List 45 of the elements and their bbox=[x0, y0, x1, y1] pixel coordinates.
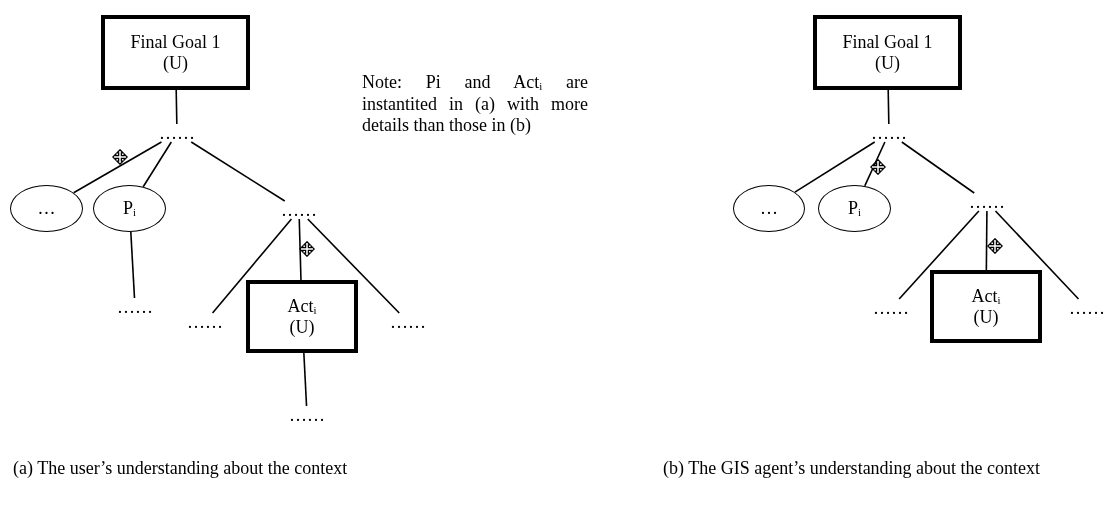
connector-line bbox=[985, 210, 988, 271]
ellipsis-text: …… bbox=[110, 299, 160, 315]
ellipsis-text: …… bbox=[864, 125, 914, 141]
connector-line bbox=[130, 231, 136, 299]
connector-line bbox=[190, 141, 286, 202]
caption-text: (a) The user’s understanding about the context bbox=[13, 458, 349, 480]
ellipsis-text: …… bbox=[274, 202, 324, 218]
plan-ellipse bbox=[10, 185, 83, 232]
node-label: Act$_{i}$ bbox=[287, 295, 317, 317]
connector-line bbox=[887, 89, 890, 125]
node-label: Act$_{i}$ bbox=[971, 285, 1001, 307]
ellipsis-text: …… bbox=[962, 194, 1012, 210]
node-label: P$_{i}$ bbox=[123, 198, 136, 219]
node-label: (U) bbox=[875, 52, 900, 74]
connector-line bbox=[211, 218, 293, 314]
connector-line bbox=[298, 218, 302, 281]
connector-line bbox=[303, 352, 308, 407]
plan-ellipse bbox=[733, 185, 805, 232]
node-label: (U) bbox=[289, 316, 315, 338]
goal-box bbox=[101, 15, 250, 90]
caption-text: (b) The GIS agent’s understanding about the context bbox=[663, 458, 1042, 480]
ellipsis-text: …… bbox=[180, 314, 230, 330]
connector-line bbox=[175, 89, 178, 125]
node-label: … bbox=[37, 198, 56, 219]
goal-box bbox=[246, 280, 358, 353]
node-label: (U) bbox=[973, 306, 999, 328]
goal-box bbox=[930, 270, 1042, 343]
node-label: Final Goal 1 bbox=[130, 31, 221, 53]
connector-line bbox=[794, 141, 876, 193]
note-text: Note: Pi and Act$_{i}$ are instantited in (a) with more details than those in (b) bbox=[362, 72, 588, 137]
node-label: (U) bbox=[163, 52, 188, 74]
ellipsis-text: …… bbox=[1062, 300, 1112, 316]
node-label: P$_{i}$ bbox=[848, 198, 861, 219]
connector-line bbox=[864, 141, 886, 187]
connector-line bbox=[901, 141, 975, 194]
ellipsis-text: …… bbox=[152, 125, 202, 141]
connector-line bbox=[306, 218, 401, 314]
node-label: Final Goal 1 bbox=[842, 31, 933, 53]
ellipsis-text: …… bbox=[866, 300, 916, 316]
ellipsis-text: …… bbox=[282, 407, 332, 423]
node-label: … bbox=[760, 198, 778, 219]
goal-box bbox=[813, 15, 962, 90]
ellipsis-text: …… bbox=[383, 314, 433, 330]
connector-line bbox=[898, 210, 980, 300]
connector-line bbox=[994, 210, 1080, 300]
